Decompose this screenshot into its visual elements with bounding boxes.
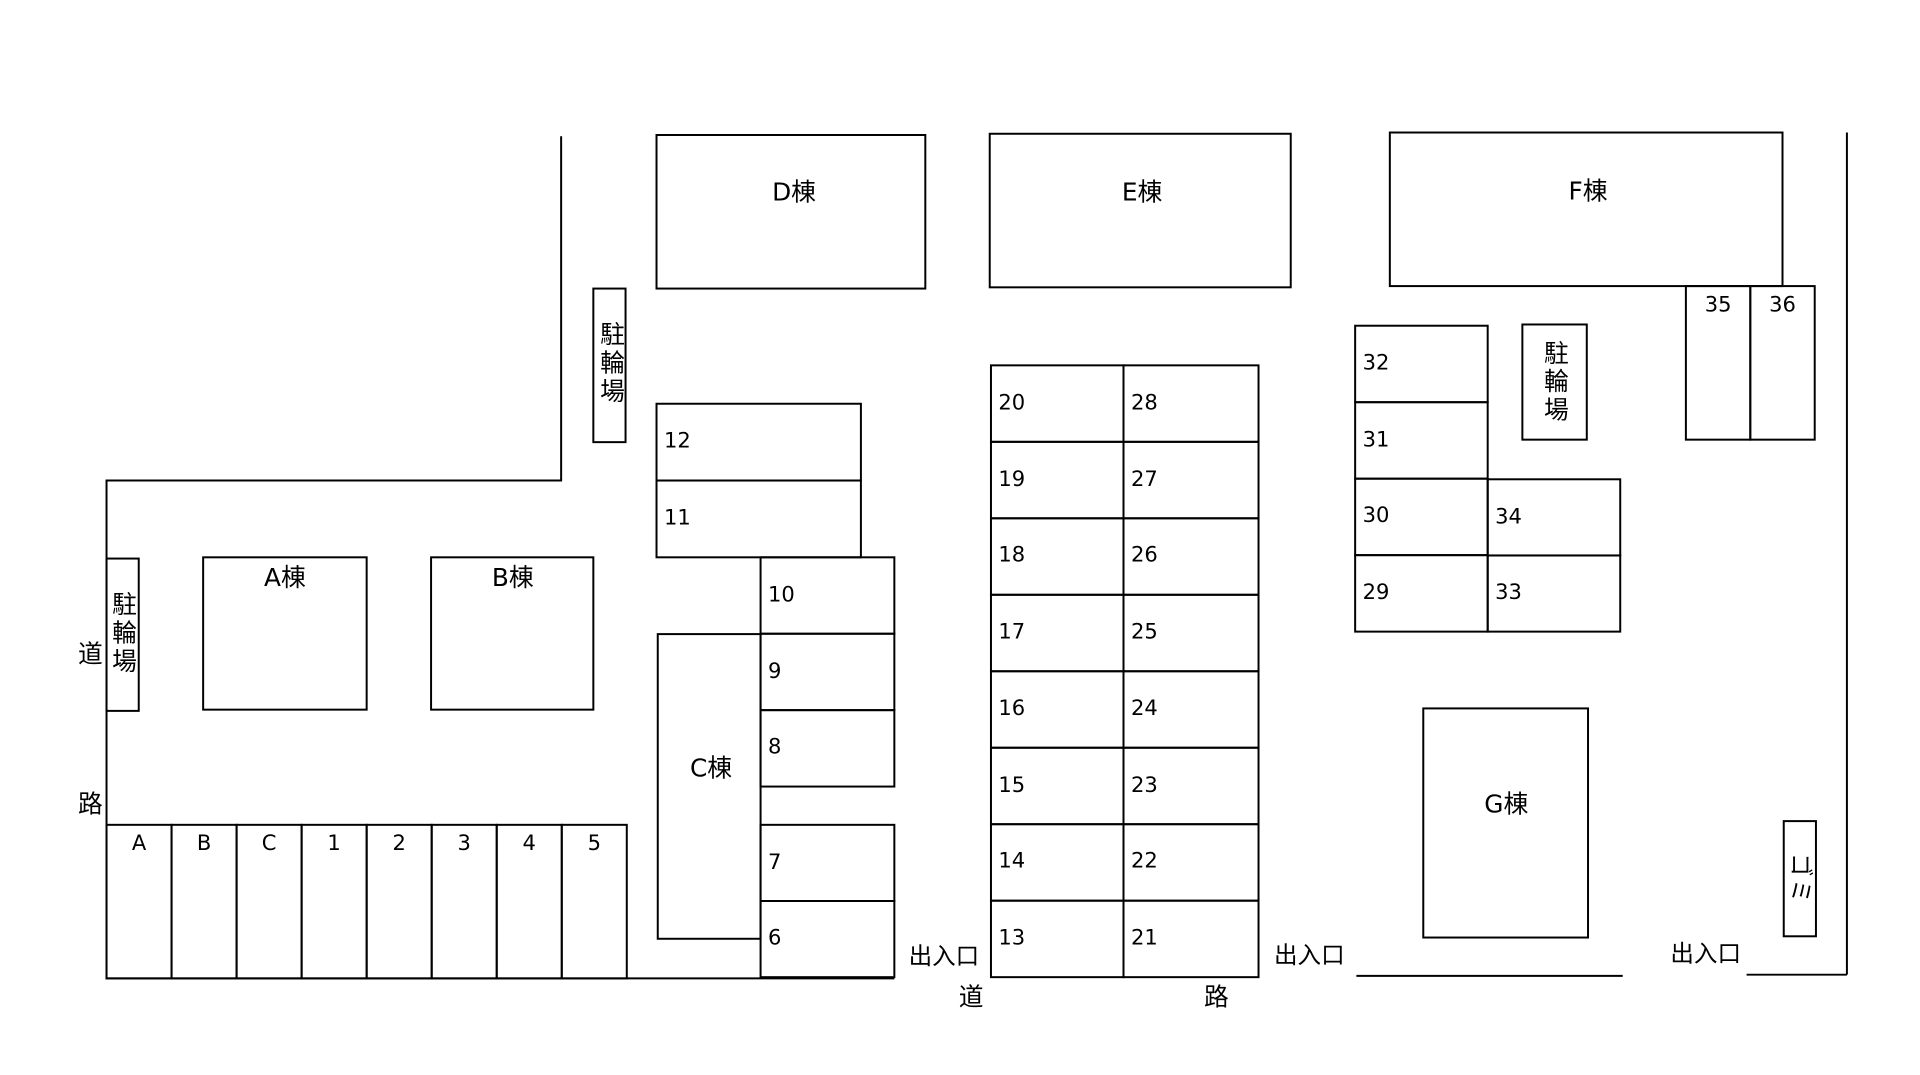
parking-space-number: 28 (1130, 390, 1158, 416)
parking-space-6 (759, 900, 896, 979)
road-label-left: 路 (78, 788, 103, 819)
parking-space-number: 17 (998, 620, 1026, 645)
road-label-bottom: 路 (1204, 982, 1229, 1012)
parking-space-number: 3 (457, 831, 471, 857)
bicycle-parking-area (105, 557, 140, 712)
bicycle-parking-label: 駐輪場 (1539, 339, 1570, 426)
parking-space-number: 14 (998, 849, 1026, 875)
parking-space-number: 26 (1130, 543, 1158, 569)
entrance-label: 出入口 (1274, 941, 1345, 970)
parking-space-number: 23 (1130, 772, 1158, 798)
building-a-label: A棟 (264, 562, 306, 592)
building-e-label: E棟 (1121, 177, 1163, 207)
parking-space-number: 2 (392, 831, 406, 857)
parking-space-8 (759, 709, 896, 788)
parking-space-number: 11 (663, 505, 691, 531)
parking-space-33 (1486, 554, 1622, 633)
parking-space-number: 20 (998, 390, 1026, 416)
building-b (430, 556, 595, 711)
parking-space-number: 35 (1704, 292, 1732, 318)
parking-space-number: 6 (768, 926, 782, 951)
parking-space-number: A (131, 831, 147, 857)
parking-space-number: 4 (522, 831, 536, 857)
parking-space-number: 27 (1130, 467, 1158, 492)
building-f-label: F棟 (1568, 175, 1608, 206)
parking-space-number: 8 (768, 735, 782, 761)
building-d (655, 134, 927, 290)
entrance-label: 出入口 (1670, 940, 1742, 968)
parking-space-number: 18 (998, 543, 1026, 569)
building-c-label: C棟 (689, 752, 733, 783)
bicycle-parking-label: 駐輪場 (107, 591, 138, 677)
road-label-left: 道 (78, 639, 103, 669)
building-f (1388, 131, 1784, 288)
parking-space-number: 1 (327, 831, 341, 857)
parking-space-number: 10 (768, 582, 795, 608)
building-g (1422, 707, 1590, 939)
parking-space-number: 9 (768, 658, 782, 684)
garbage-station (1782, 820, 1817, 938)
parking-space-number: 32 (1362, 350, 1390, 376)
parking-space-number: 19 (998, 467, 1026, 492)
parking-space-number: 24 (1130, 696, 1158, 722)
building-d-label: D棟 (772, 177, 816, 207)
parking-space-number: 13 (998, 925, 1026, 951)
garbage-station-label: ゴミ (1786, 853, 1815, 906)
parking-space-number: B (196, 831, 212, 857)
parking-space-number: 7 (768, 849, 782, 875)
road-label-bottom: 道 (958, 982, 984, 1012)
parking-space-number: 16 (998, 696, 1026, 722)
parking-space-5 (560, 823, 628, 980)
building-g-label: G棟 (1484, 788, 1529, 819)
building-e (988, 132, 1292, 289)
parking-space-number: 34 (1495, 504, 1522, 530)
site-structures (105, 131, 1817, 980)
parking-space-number: 36 (1769, 292, 1796, 318)
parking-space-number: 21 (1130, 925, 1158, 951)
parking-space-number: 30 (1362, 503, 1390, 529)
parking-space-36 (1749, 285, 1816, 441)
building-a (202, 556, 368, 711)
parking-space-number: 22 (1130, 849, 1158, 875)
parking-space-number: 12 (663, 429, 691, 454)
parking-space-11 (655, 479, 862, 559)
parking-space-number: 25 (1130, 620, 1158, 645)
parking-space-number: C (261, 831, 277, 857)
entrance-label: 出入口 (908, 943, 980, 971)
bicycle-parking-area (592, 287, 627, 444)
building-b-label: B棟 (491, 562, 534, 592)
parking-space-number: 31 (1362, 427, 1390, 453)
parking-space-number: 33 (1495, 580, 1522, 606)
parking-space-number: 15 (998, 772, 1026, 798)
parking-space-number: 29 (1362, 580, 1390, 606)
bicycle-parking-label: 駐輪場 (595, 321, 626, 407)
parking-space-21 (1122, 899, 1260, 979)
parking-space-number: 5 (587, 831, 601, 857)
bicycle-parking-area (1521, 323, 1588, 441)
